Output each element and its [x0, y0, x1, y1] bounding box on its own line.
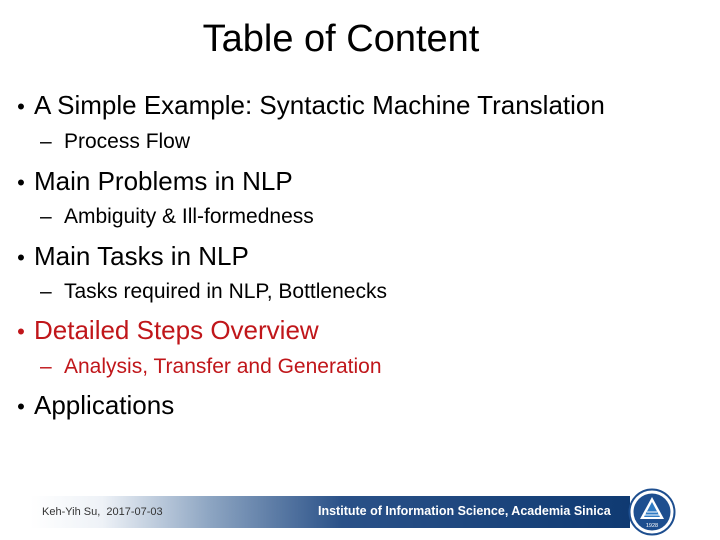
- bullet-marker: •: [17, 394, 25, 419]
- academia-sinica-logo-icon: 1928: [628, 488, 676, 536]
- sub-item-2: –Ambiguity & Ill-formedness: [40, 203, 314, 231]
- sub-item-3: –Tasks required in NLP, Bottlenecks: [40, 278, 387, 306]
- bullet-text: Main Problems in NLP: [34, 166, 293, 196]
- sub-marker: –: [40, 280, 52, 303]
- footer-author-date: Keh-Yih Su, 2017-07-03: [42, 506, 163, 518]
- bullet-item-1: • A Simple Example: Syntactic Machine Tra…: [8, 89, 605, 123]
- sub-text: Tasks required in NLP, Bottlenecks: [64, 280, 387, 303]
- sub-text: Ambiguity & Ill-formedness: [64, 205, 314, 228]
- sub-marker: –: [40, 130, 52, 153]
- sub-marker: –: [40, 205, 52, 228]
- bullet-item-3: • Main Tasks in NLP: [8, 240, 249, 274]
- bullet-item-5: • Applications: [8, 389, 174, 423]
- sub-item-4-highlighted: –Analysis, Transfer and Generation: [40, 353, 382, 381]
- bullet-marker: •: [17, 170, 25, 195]
- bullet-text: Main Tasks in NLP: [34, 241, 249, 271]
- bullet-text: A Simple Example: Syntactic Machine Tran…: [34, 90, 605, 120]
- bullet-marker: •: [17, 245, 25, 270]
- logo-year: 1928: [646, 523, 658, 529]
- bullet-marker: •: [17, 319, 25, 344]
- slide-footer: Keh-Yih Su, 2017-07-03 Institute of Info…: [0, 488, 720, 540]
- bullet-text: Detailed Steps Overview: [34, 315, 319, 345]
- bullet-text: Applications: [34, 390, 175, 420]
- footer-institution: Institute of Information Science, Academ…: [318, 504, 611, 518]
- bullet-item-4-highlighted: • Detailed Steps Overview: [8, 314, 319, 348]
- sub-item-1: –Process Flow: [40, 128, 190, 156]
- sub-text: Analysis, Transfer and Generation: [64, 355, 382, 378]
- bullet-list: • A Simple Example: Syntactic Machine Tra…: [8, 89, 605, 423]
- bullet-item-2: • Main Problems in NLP: [8, 165, 293, 199]
- sub-marker: –: [40, 355, 52, 378]
- slide-title: Table of Content: [202, 18, 480, 60]
- footer-banner: [30, 496, 630, 528]
- sub-text: Process Flow: [64, 130, 191, 153]
- bullet-marker: •: [17, 94, 25, 119]
